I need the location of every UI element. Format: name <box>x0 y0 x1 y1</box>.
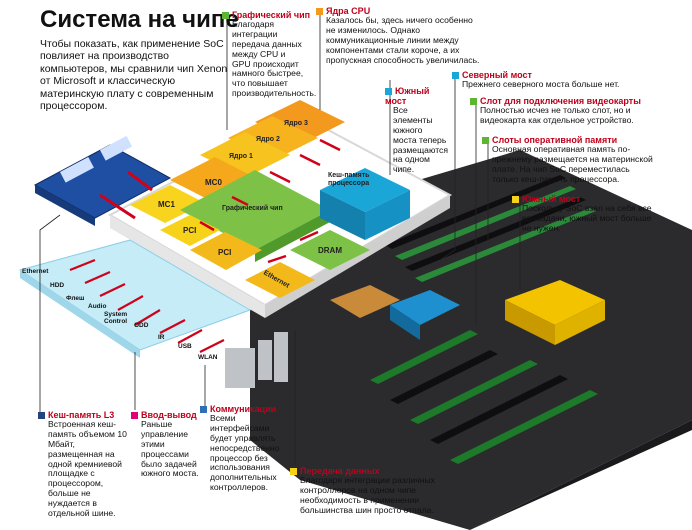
pci1-block <box>160 215 220 246</box>
io-audio: Audio <box>88 303 107 310</box>
io-flash: Флеш <box>66 295 85 302</box>
callout-io-title: Ввод-вывод <box>141 410 197 420</box>
orange-square-icon <box>316 8 323 15</box>
callout-video: Слот для подключения видеокарты Полность… <box>470 96 660 126</box>
callout-south-inner-title: Южный мост <box>385 86 430 106</box>
io-wlan: WLAN <box>198 354 218 361</box>
callout-gpu: Графический чип Благодаря интеграции пер… <box>222 10 317 99</box>
core3-label: Ядро 3 <box>284 120 308 127</box>
green-square-icon <box>470 98 477 105</box>
pci1-label: PCI <box>183 226 197 235</box>
back-panel <box>225 332 288 388</box>
mc1-block <box>130 185 205 223</box>
pink-square-icon <box>131 412 138 419</box>
dram-label: DRAM <box>318 246 342 255</box>
pci2-block <box>190 232 262 270</box>
io-syscontrol: System Control <box>104 311 128 326</box>
south-bridge-heatsink <box>505 280 605 325</box>
callout-video-title: Слот для подключения видеокарты <box>480 96 641 106</box>
callout-cache: Кеш-память L3 Встроенная кеш-память объе… <box>38 410 130 519</box>
cache-label: Кеш-память процессора <box>328 172 370 187</box>
callout-io-text: Раньше управление этими процессами было … <box>141 419 199 479</box>
gpu-label: Графический чип <box>222 205 283 212</box>
callout-north-title: Северный мост <box>462 70 532 80</box>
callout-comm-text: Всеми интерфейсами будет управлять непос… <box>210 413 280 493</box>
pci2-label: PCI <box>218 248 232 257</box>
yellow-square-icon <box>512 196 519 203</box>
callout-ram: Слоты оперативной памяти Основная операт… <box>482 135 657 185</box>
cpu-socket <box>330 285 400 318</box>
yellow-square-icon <box>290 468 297 475</box>
dram-block <box>290 230 370 270</box>
callout-data: Передача данных Благодаря интеграции раз… <box>290 466 450 516</box>
callout-ram-title: Слоты оперативной памяти <box>492 135 618 145</box>
callout-cpu: Ядра CPU Казалось бы, здесь ничего особе… <box>316 6 482 65</box>
core2-label: Ядро 2 <box>256 136 280 143</box>
io-hdd: HDD <box>50 282 65 289</box>
callout-ram-text: Основная оперативная память по-прежнему … <box>492 144 653 184</box>
callout-video-text: Полностью исчез не только слот, но и вид… <box>480 105 634 125</box>
mc0-label: MC0 <box>205 178 222 187</box>
ram-slots <box>385 175 596 282</box>
data-arrows <box>199 138 341 264</box>
callout-south-inner: Южный мост Все элементы южного моста теп… <box>385 86 448 175</box>
callout-data-title: Передача данных <box>300 466 380 476</box>
callout-data-text: Благодаря интеграции различных контролле… <box>300 475 435 515</box>
callout-cache-text: Встроенная кеш-память объемом 10 Мбайт, … <box>48 419 127 518</box>
io-odd: ODD <box>134 322 149 329</box>
callout-south-board-title: Южный мост <box>522 194 581 204</box>
blue-square-icon <box>385 88 392 95</box>
intro-text: Чтобы показать, как применение SoC повли… <box>40 38 228 112</box>
io-usb: USB <box>178 343 192 350</box>
page-title: Система на чипе <box>40 6 239 33</box>
callout-south-board-text: Поскольку SoC взял на себя все его задач… <box>522 203 652 233</box>
callout-gpu-title: Графический чип <box>232 10 311 20</box>
io-ethernet: Ethernet <box>22 268 49 275</box>
mc1-label: MC1 <box>158 200 175 209</box>
ethernet-block <box>245 262 315 298</box>
callout-comm-title: Коммуникации <box>210 404 277 414</box>
green-square-icon <box>482 137 489 144</box>
callout-cache-title: Кеш-память L3 <box>48 410 115 420</box>
video-slots <box>370 330 598 464</box>
callout-cpu-text: Казалось бы, здесь ничего особенно не из… <box>326 15 480 65</box>
green-square-icon <box>222 12 229 19</box>
callout-south-board: Южный мост Поскольку SoC взял на себя вс… <box>512 194 657 234</box>
navy-square-icon <box>38 412 45 419</box>
callout-south-inner-text: Все элементы южного моста теперь размеща… <box>393 105 448 175</box>
callout-io: Ввод-вывод Раньше управление этими проце… <box>131 410 203 479</box>
io-ir: IR <box>158 334 165 341</box>
callout-comm: Коммуникации Всеми интерфейсами будет уп… <box>200 404 280 493</box>
callout-north: Северный мост Прежнего северного моста б… <box>452 70 642 90</box>
core3-block <box>255 100 345 145</box>
callout-north-text: Прежнего северного моста больше нет. <box>462 79 620 89</box>
north-bridge-heatsink <box>390 290 460 325</box>
pointer-lines <box>39 15 521 465</box>
blue-square-icon <box>200 406 207 413</box>
callout-cpu-title: Ядра CPU <box>326 6 371 16</box>
cyan-square-icon <box>452 72 459 79</box>
core1-label: Ядро 1 <box>229 153 253 160</box>
callout-gpu-text: Благодаря интеграции передача данных меж… <box>232 19 317 99</box>
